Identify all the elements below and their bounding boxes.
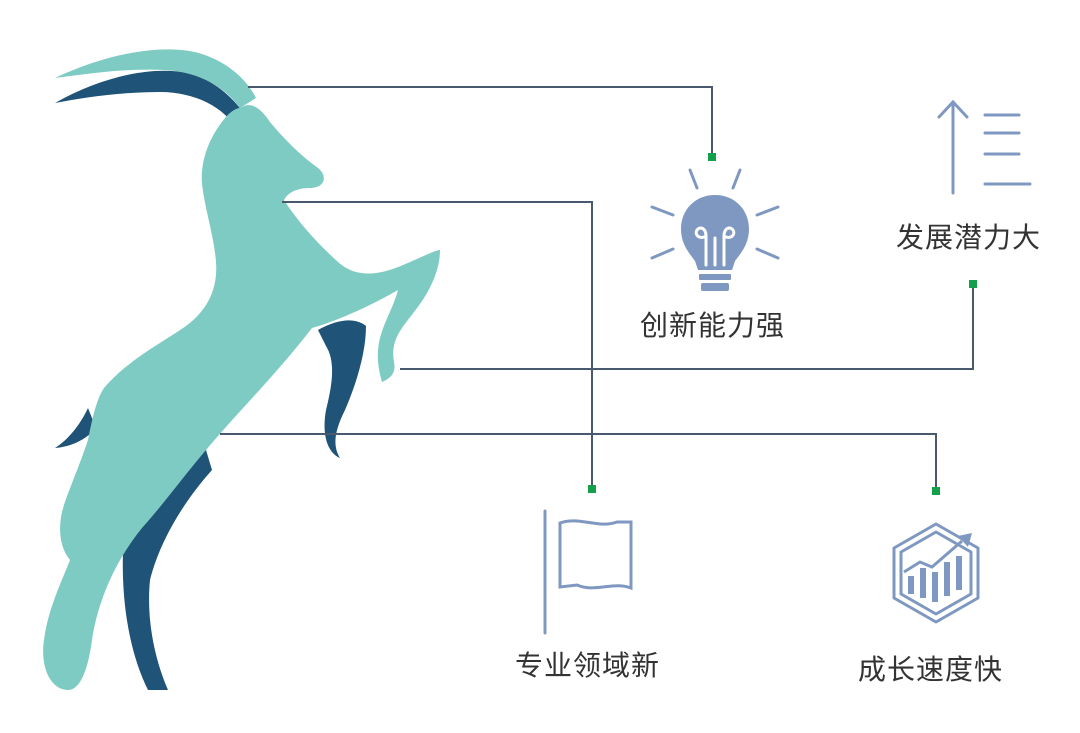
- label-domain: 专业领域新: [515, 649, 661, 682]
- goat-illustration: [43, 49, 440, 690]
- dot-growth: [932, 487, 940, 495]
- connector-lines: [220, 86, 974, 491]
- goat-back-horn: [55, 70, 250, 128]
- connector-innovation: [248, 86, 713, 157]
- label-growth: 成长速度快: [858, 653, 1004, 686]
- dot-domain: [588, 485, 596, 493]
- goat-tail: [55, 408, 96, 448]
- flag-icon: [543, 509, 633, 635]
- lightbulb-icon: [650, 168, 780, 291]
- dot-innovation: [708, 153, 716, 161]
- label-innovation: 创新能力强: [640, 309, 786, 342]
- connector-dots: [588, 153, 977, 495]
- dot-potential: [969, 280, 977, 288]
- arrow-up-list-icon: [937, 99, 1032, 195]
- connector-domain: [282, 201, 593, 489]
- goat-body: [43, 105, 440, 690]
- connector-growth: [220, 433, 937, 491]
- connector-potential: [400, 284, 974, 370]
- label-potential: 发展潜力大: [896, 221, 1042, 254]
- goat-front-horn: [55, 49, 256, 108]
- goat-back-front-leg: [318, 320, 366, 458]
- growth-chart-hexagon-icon: [892, 522, 980, 624]
